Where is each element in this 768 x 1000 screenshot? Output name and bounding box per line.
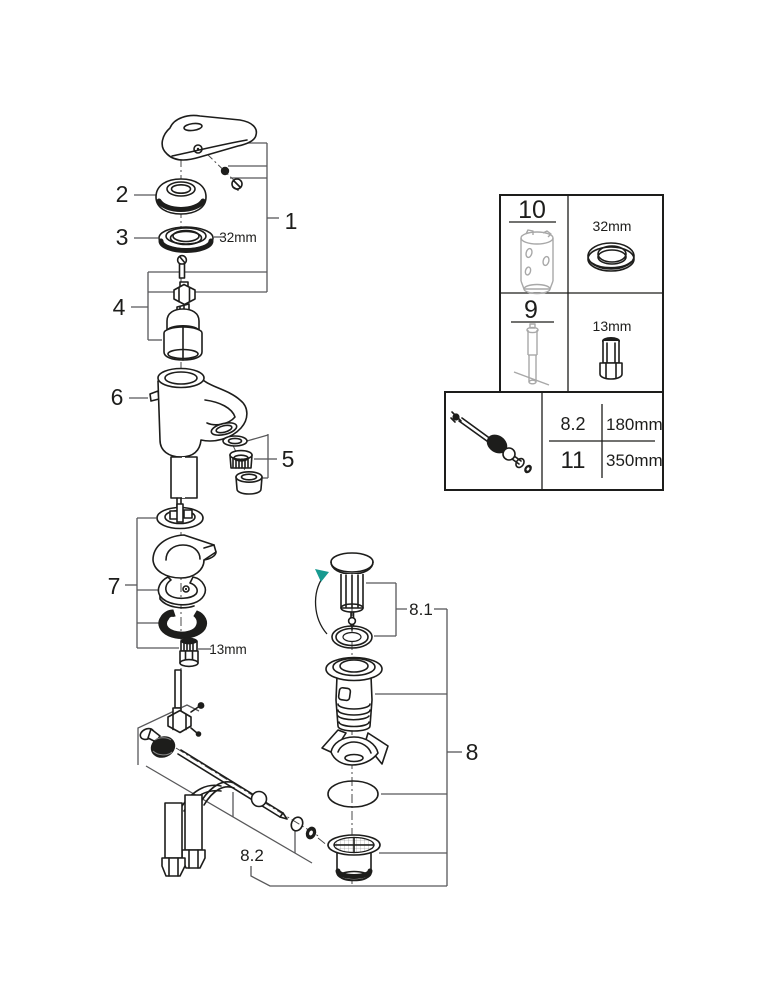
clamp-saddle-drawing bbox=[321, 729, 389, 766]
bracket-5 bbox=[246, 434, 277, 479]
tool-id-9: 9 bbox=[524, 296, 538, 324]
callout-6: 6 bbox=[111, 384, 124, 410]
callout-brackets bbox=[125, 142, 462, 887]
faucet-assembly bbox=[137, 114, 317, 877]
length-table: 8.2 180mm 11 350mm bbox=[444, 391, 664, 491]
length-id-11: 11 bbox=[561, 447, 586, 474]
socket-wrench-drawing bbox=[513, 323, 550, 386]
rotation-arrow bbox=[314, 569, 329, 635]
popup-rod-drawing bbox=[177, 749, 317, 840]
bracket-7 bbox=[125, 517, 179, 649]
tool-table-cell-32mm: 32mm bbox=[587, 218, 635, 272]
callout-2: 2 bbox=[116, 181, 129, 207]
length-mini-table: 8.2 180mm 11 350mm bbox=[549, 404, 663, 478]
block-screw-a bbox=[197, 702, 205, 709]
cartridge-drawing bbox=[163, 303, 203, 361]
handle-set-screw bbox=[231, 178, 243, 191]
popup-plug-drawing bbox=[330, 552, 374, 631]
tool-table: 10 32mm 9 bbox=[499, 194, 664, 393]
handle-set-screw-pin bbox=[220, 166, 230, 176]
aerator-group-drawing bbox=[222, 435, 263, 495]
drain-basket-drawing bbox=[325, 656, 383, 732]
ring-32mm-table-drawing bbox=[587, 242, 635, 272]
callout-3: 3 bbox=[116, 224, 129, 250]
callout-8-2: 8.2 bbox=[240, 846, 264, 865]
valve-block bbox=[167, 707, 192, 734]
tool-table-cell-13mm: 13mm bbox=[593, 318, 632, 380]
cartridge-screw bbox=[176, 254, 188, 279]
c-ring-bracket bbox=[157, 576, 207, 609]
tool-size-13mm: 13mm bbox=[593, 318, 632, 334]
threaded-shank bbox=[170, 456, 198, 514]
bracket-8-1 bbox=[366, 582, 447, 637]
escutcheon-wedge bbox=[152, 534, 217, 579]
callout-7: 7 bbox=[108, 573, 121, 599]
bracket-4 bbox=[131, 272, 162, 341]
aerator-insert bbox=[229, 449, 253, 469]
bracket-8 bbox=[375, 609, 462, 886]
bracket-1 bbox=[148, 142, 279, 293]
ring-32mm-drawing bbox=[158, 226, 214, 253]
callout-8-1: 8.1 bbox=[409, 600, 433, 619]
c-clamp bbox=[158, 609, 208, 639]
tool-table-cell-10: 10 bbox=[509, 196, 556, 295]
length-val-180mm: 180mm bbox=[606, 415, 663, 434]
rod-assembly-thumb-drawing bbox=[450, 411, 532, 474]
supply-hoses-drawing bbox=[161, 781, 235, 877]
popup-lever-block-drawing bbox=[137, 702, 205, 765]
threaded-rod bbox=[174, 669, 182, 709]
bracket-8-2 bbox=[145, 765, 447, 887]
callout-4: 4 bbox=[113, 294, 126, 320]
aerator-housing bbox=[235, 470, 263, 495]
drain-lower-drawing bbox=[327, 834, 381, 882]
length-val-350mm: 350mm bbox=[606, 451, 663, 470]
tool-size-32mm: 32mm bbox=[593, 218, 632, 234]
drain-oring-drawing bbox=[327, 780, 379, 808]
drain-assembly bbox=[314, 552, 389, 882]
callout-8: 8 bbox=[466, 739, 479, 765]
block-screw-b bbox=[195, 731, 202, 737]
knurled-knob bbox=[150, 736, 176, 758]
mounting-tool-drawing bbox=[520, 229, 554, 295]
dome-cap-drawing bbox=[155, 178, 207, 215]
tool-id-10: 10 bbox=[518, 196, 546, 224]
callout-labels: 1 2 3 4 5 6 7 8 8.1 8.2 32mm 13mm bbox=[108, 181, 479, 865]
dim-label-32mm: 32mm bbox=[219, 230, 257, 245]
nut-13mm bbox=[179, 637, 199, 668]
plug-seal-drawing bbox=[331, 625, 373, 649]
length-id-8-2: 8.2 bbox=[560, 414, 585, 434]
dim-label-13mm: 13mm bbox=[209, 642, 247, 657]
callout-5: 5 bbox=[282, 446, 295, 472]
mounting-group-drawing bbox=[152, 503, 217, 709]
escutcheon-oring bbox=[156, 503, 204, 530]
rotation-arrowhead bbox=[315, 569, 329, 582]
handle-lever-drawing bbox=[161, 114, 258, 191]
adapter-13mm-drawing bbox=[599, 337, 623, 380]
tool-table-cell-9: 9 bbox=[511, 296, 554, 386]
cartridge-cap-nut bbox=[173, 281, 196, 306]
callout-1: 1 bbox=[285, 208, 298, 234]
